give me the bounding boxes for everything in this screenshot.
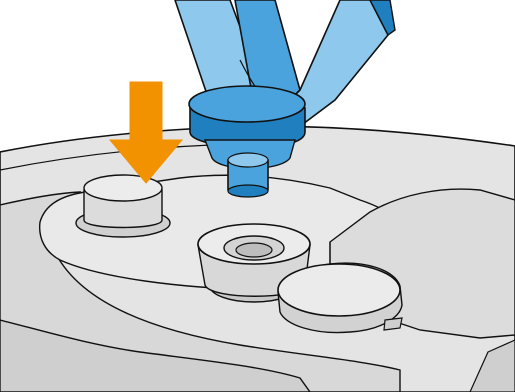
- left-cap-plug: [76, 175, 170, 237]
- flip-cap: [278, 263, 402, 332]
- flip-cap-hinge: [384, 318, 402, 330]
